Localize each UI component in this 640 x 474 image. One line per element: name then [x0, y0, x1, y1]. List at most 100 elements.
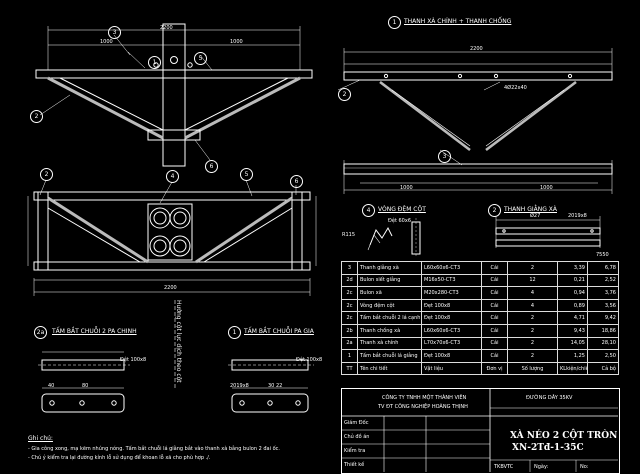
drawing-title: XÀ NÉO 2 CỘT TRÒN: [510, 431, 618, 441]
bom-cell-w1: 3,39: [557, 261, 588, 275]
bolt-note: 4Ø22x40: [504, 85, 527, 91]
bom-cell-unit: Cái: [481, 336, 508, 351]
company-line1: CÔNG TY TNHH MỘT THÀNH VIÊN: [382, 395, 467, 401]
notes-line: - Gia công xong, mạ kẽm nhúng nóng. Tấm …: [28, 446, 280, 452]
stage-label: TKBVTC: [494, 464, 514, 470]
bom-cell-qty: 4: [507, 286, 558, 300]
callout-bubble: 3: [108, 26, 121, 39]
bom-cell-spec: Vật liệu: [421, 361, 482, 376]
callout-bubble: 5: [240, 168, 253, 181]
bom-cell-no: TT: [341, 361, 358, 376]
detail-main-arm: [337, 48, 613, 194]
dim-center-left: 1000: [100, 39, 113, 45]
bom-cell-w2: 18,86: [587, 323, 619, 338]
title-plate-1: TẤM BẮT CHUỖI PA GIA: [244, 328, 314, 335]
detail-ring-and-stay: [367, 216, 601, 258]
bom-cell-no: 2b: [341, 323, 358, 338]
dim-frame-top: 2200: [160, 25, 173, 31]
bom-cell-w2: 6,78: [587, 261, 619, 275]
role-label: Chủ đồ án: [344, 434, 370, 440]
notes-line: - Chú ý kiểm tra lại đường kính lỗ sử dụ…: [28, 455, 211, 461]
bom-cell-spec: L60x60x6-CT3: [421, 323, 482, 338]
bom-cell-w2: Cả bộ: [587, 361, 619, 376]
title-plate-2a: TẤM BẮT CHUỖI 2 PA CHINH: [52, 328, 137, 335]
callout-bubble: 2: [40, 168, 53, 181]
project-name: ĐƯỜNG DÂY 35KV: [526, 395, 573, 401]
bom-cell-w2: 28,10: [587, 336, 619, 351]
bom-cell-unit: Cái: [481, 286, 508, 300]
bom-cell-qty: 2: [507, 311, 558, 325]
bom-cell-name: Tấm bắt chuỗi 2 lá cạnh: [357, 311, 422, 325]
callout-bubble: 4: [362, 204, 375, 217]
bom-cell-unit: Cái: [481, 298, 508, 313]
elevation-view: [35, 23, 313, 167]
dim-stay-dia: Ø27: [530, 213, 541, 219]
bom-cell-no: 2d: [341, 273, 358, 288]
detail-plate-2a: [38, 351, 130, 413]
bom-cell-w1: 0,94: [557, 286, 588, 300]
bom-cell-spec: L60x60x6-CT3: [421, 261, 482, 275]
bom-cell-spec: Đẹt 100x8: [421, 349, 482, 363]
title-ring: VÒNG ĐỆM CỘT: [378, 206, 426, 213]
plan-view: [27, 179, 317, 390]
bom-cell-unit: Đơn vị: [481, 361, 508, 376]
bom-cell-w1: 14,05: [557, 336, 588, 351]
bom-cell-no: 2c: [341, 298, 358, 313]
dim-main-arm: 2200: [470, 46, 483, 52]
role-label: Kiểm tra: [344, 448, 366, 454]
bom-cell-name: Thanh xà chính: [357, 336, 422, 351]
bom-cell-name: Thanh chống xà: [357, 323, 422, 338]
scale-note: 7550: [596, 252, 609, 258]
bom-cell-w2: 3,56: [587, 298, 619, 313]
bom-cell-spec: L70x70x6-CT3: [421, 336, 482, 351]
bom-cell-unit: Cái: [481, 349, 508, 363]
bom-cell-name: Thanh giằng xà: [357, 261, 422, 275]
callout-bubble: 2a: [34, 326, 47, 339]
bom-cell-spec: M20x280-CT3: [421, 286, 482, 300]
bom-cell-no: 1: [341, 349, 358, 363]
pole-direction-label: Hướng cột lực dịch theo cột: [175, 300, 182, 383]
bom-cell-unit: Cái: [481, 311, 508, 325]
dim-label: Đệt 100x8: [120, 357, 147, 363]
bom-cell-qty: 2: [507, 349, 558, 363]
callout-bubble: 2: [488, 204, 501, 217]
title-main-arm: THANH XÀ CHÍNH + THANH CHỐNG: [404, 18, 512, 25]
bom-cell-name: Tấm bắt chuỗi lá giằng: [357, 349, 422, 363]
bom-cell-w1: 0,21: [557, 273, 588, 288]
callout-bubble: 4: [166, 170, 179, 183]
callout-bubble: 1: [228, 326, 241, 339]
bom-cell-unit: Cái: [481, 273, 508, 288]
bom-cell-no: 3: [341, 261, 358, 275]
callout-bubble: 6: [290, 175, 303, 188]
detail-plate-1: [228, 359, 314, 413]
bom-cell-name: Tên chi tiết: [357, 361, 422, 376]
dim-label: 80: [82, 383, 89, 389]
bom-cell-spec: Đẹt 100x8: [421, 298, 482, 313]
bom-cell-qty: Số lượng: [507, 361, 558, 376]
bom-cell-qty: 2: [507, 261, 558, 275]
bom-cell-w1: 9,43: [557, 323, 588, 338]
dim-label: 40: [48, 383, 55, 389]
company-line2: TV ĐT CÔNG NGHIỆP HOÀNG THỊNH: [378, 404, 468, 410]
titleblock-grid: [341, 388, 618, 472]
date-label: Ngày:: [534, 464, 549, 470]
role-label: Thiết kế: [344, 462, 365, 468]
bom-cell-w2: 2,50: [587, 349, 619, 363]
dim-main-arm-left: 1000: [400, 185, 413, 191]
bom-cell-no: 2a: [341, 336, 358, 351]
bom-cell-no: 2c: [341, 311, 358, 325]
bom-cell-qty: 2: [507, 323, 558, 338]
callout-bubble: 5: [194, 52, 207, 65]
callout-bubble: 3: [438, 150, 451, 163]
dim-label: Đệt 100x8: [296, 357, 323, 363]
bom-cell-unit: Cái: [481, 323, 508, 338]
